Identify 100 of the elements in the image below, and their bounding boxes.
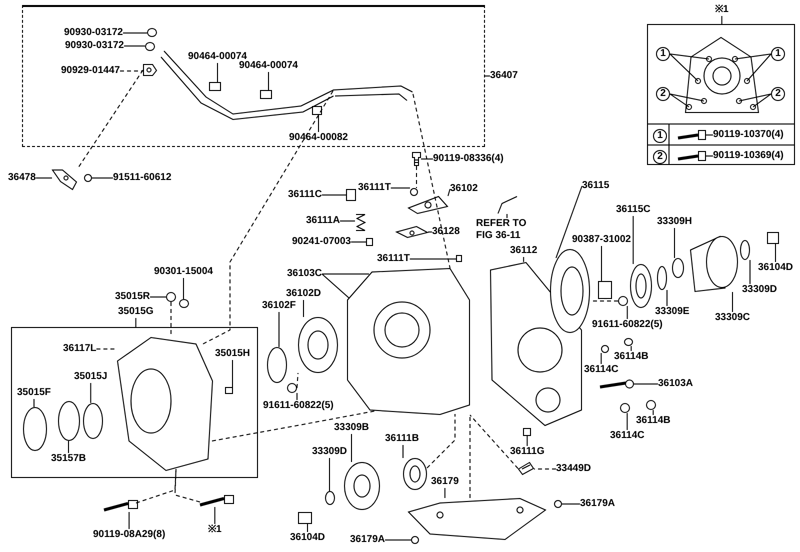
assembly-line [296, 372, 298, 388]
leader-line [68, 440, 69, 454]
part-number: 36112 [510, 245, 538, 257]
part-number: 36179A [580, 498, 616, 510]
part-number: 36103A [658, 378, 694, 390]
oil-seal-drawing [267, 347, 287, 383]
part-number: 91611-60822(5) [592, 319, 663, 331]
bolt-drawing [618, 296, 628, 306]
part-number: 36102D [286, 288, 322, 300]
leader-line [630, 346, 632, 352]
leader-line [670, 54, 698, 82]
callout-number: 1 [771, 47, 785, 61]
spring-drawing [355, 214, 366, 232]
pin-drawing [523, 428, 531, 436]
plug-drawing [346, 189, 356, 201]
part-number: 36102 [450, 183, 478, 195]
assembly-line [412, 94, 450, 268]
leader-line [738, 94, 772, 102]
leader-line [670, 94, 704, 102]
part-number: 36114B [636, 415, 670, 427]
part-number: 35015F [17, 387, 51, 399]
washer-drawing [740, 240, 750, 260]
oil-seal-drawing [403, 458, 427, 490]
leader-line [232, 360, 233, 388]
bolt-drawing [287, 383, 297, 393]
assembly-line [212, 410, 376, 442]
leader-line [523, 256, 524, 262]
part-number: 36114C [584, 364, 618, 376]
clamp-drawing [143, 64, 157, 76]
part-number: 91511-60612 [113, 172, 172, 184]
leader-line [322, 274, 350, 298]
nut-drawing [767, 232, 779, 244]
part-number: 36478 [8, 172, 36, 184]
part-number: 90119-10370(4) [713, 129, 784, 141]
leader-line [329, 458, 330, 492]
seal-housing-drawing [550, 249, 590, 333]
dashed-frame [22, 5, 485, 147]
part-number: 36179A [350, 534, 386, 546]
leader-line [670, 94, 690, 108]
part-number: 36111T [358, 182, 391, 194]
callout-number: 2 [771, 87, 785, 101]
leader-line [666, 290, 668, 306]
leader-line [278, 312, 280, 348]
clip-drawing [260, 90, 272, 99]
pipe-drawing [333, 85, 413, 101]
leader-line [526, 436, 528, 446]
nut-drawing [298, 512, 312, 524]
transfer-case-drawing [685, 37, 759, 113]
leader-line [626, 412, 628, 430]
leader-line [120, 70, 144, 72]
part-number: 36114B [614, 351, 648, 363]
callout-number: 2 [656, 87, 670, 101]
bolt-drawing [147, 28, 157, 37]
bolt-drawing [411, 536, 419, 544]
part-number: 33309B [334, 422, 370, 434]
reference-note: REFER TO FIG 36-11 [476, 218, 538, 242]
leader-line [775, 244, 776, 262]
part-number: 33309H [657, 216, 692, 228]
ring-drawing [657, 266, 667, 290]
bolt-drawing [677, 151, 706, 161]
leader-line [674, 228, 675, 258]
washer-drawing [325, 491, 335, 505]
part-number: 36104D [758, 262, 794, 274]
skid-plate-drawing [408, 498, 546, 540]
oil-seal-drawing [83, 403, 103, 439]
bracket-drawing [52, 168, 78, 190]
part-number: 33309D [312, 446, 348, 458]
bolt-drawing [624, 338, 633, 346]
bolt-drawing [646, 400, 656, 410]
sensor-drawing [518, 462, 534, 475]
plate-drawing [396, 226, 428, 240]
part-number: 36115 [582, 180, 610, 192]
leader-line [409, 258, 456, 260]
leader-line [752, 94, 772, 108]
sleeve-drawing [598, 281, 612, 299]
part-number: ※1 [208, 524, 222, 536]
leader-line [506, 214, 508, 218]
leader-line [601, 246, 602, 282]
part-number: 90119-08336(4) [433, 153, 504, 165]
part-number: 35015H [215, 348, 250, 360]
callout-number: 1 [653, 129, 667, 143]
pipe-drawing [497, 196, 517, 214]
part-number: 33309E [655, 306, 690, 318]
bolt-drawing [598, 379, 634, 389]
plug-drawing [166, 292, 176, 302]
leader-line [444, 488, 446, 498]
clip-drawing [209, 82, 221, 91]
part-number: 36111A [306, 215, 340, 227]
part-number: 35015J [74, 371, 108, 383]
part-number: 90464-00082 [289, 132, 348, 144]
leader-line [734, 54, 772, 60]
leader-line [670, 54, 710, 60]
pin-drawing [225, 387, 233, 394]
leader-line [652, 410, 654, 416]
assembly-line [470, 414, 518, 469]
part-number: 90119-10369(4) [713, 150, 784, 162]
part-number: 90387-31002 [572, 234, 631, 246]
ring-drawing [672, 258, 684, 278]
part-number: 36102F [262, 300, 296, 312]
assembly-line [200, 90, 334, 346]
